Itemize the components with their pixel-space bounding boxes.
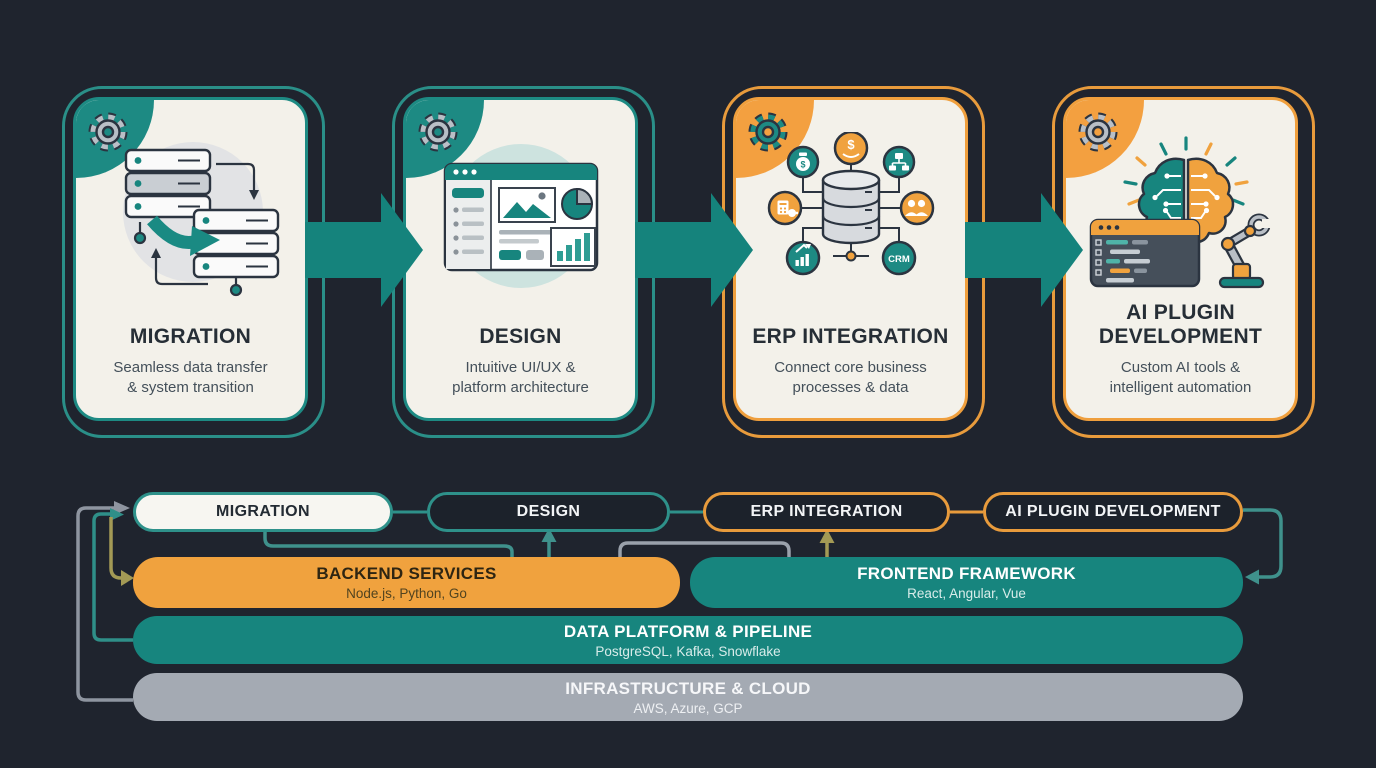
brain-icon xyxy=(1137,157,1234,244)
card-title-erp: ERP INTEGRATION xyxy=(752,325,949,349)
svg-text:$: $ xyxy=(800,160,805,170)
phase-pill-design: DESIGN xyxy=(427,492,670,532)
arrowhead-infra-to-migration xyxy=(114,501,130,515)
card-ai-plugin: AI PLUGIN DEVELOPMENT Custom AI tools & … xyxy=(1063,97,1298,421)
phase-label: ERP INTEGRATION xyxy=(750,503,903,520)
layer-subtitle: Node.js, Python, Go xyxy=(346,586,467,601)
card-design: DESIGN Intuitive UI/UX & platform archit… xyxy=(403,97,638,421)
layer-subtitle: React, Angular, Vue xyxy=(907,586,1026,601)
svg-text:$: $ xyxy=(847,137,855,152)
card-title-design: DESIGN xyxy=(479,325,562,349)
layer-data-platform: DATA PLATFORM & PIPELINE PostgreSQL, Kaf… xyxy=(133,616,1243,664)
ledger-node xyxy=(767,190,802,226)
layer-title: DATA PLATFORM & PIPELINE xyxy=(563,621,813,641)
arrowhead-backend-to-design xyxy=(541,528,557,542)
arrowhead-frontend-to-erp xyxy=(819,529,835,543)
card-migration: MIGRATION Seamless data transfer & syste… xyxy=(73,97,308,421)
arrowhead-ai-to-frontend xyxy=(1245,569,1259,585)
server-stack-source xyxy=(124,148,211,219)
gear-icon xyxy=(88,112,128,152)
card-corner xyxy=(76,100,154,178)
gear-icon xyxy=(418,112,458,152)
flow-arrow-3 xyxy=(965,193,1083,307)
database-icon xyxy=(821,169,880,245)
code-window-icon xyxy=(1089,218,1200,288)
people-node xyxy=(899,190,934,226)
ui-dashboard-icon xyxy=(443,144,598,288)
phase-label: AI PLUGIN DEVELOPMENT xyxy=(1005,503,1221,520)
gear-icon xyxy=(748,112,788,152)
ai-brain-robot-icon xyxy=(1089,136,1272,289)
card-subtitle-ai: Custom AI tools & intelligent automation xyxy=(1109,359,1252,397)
card-subtitle-erp: Connect core business processes & data xyxy=(774,359,927,397)
server-stack-target xyxy=(192,208,279,279)
card-title-migration: MIGRATION xyxy=(129,325,252,349)
crm-node: CRM xyxy=(881,240,916,276)
layer-subtitle: PostgreSQL, Kafka, Snowflake xyxy=(595,643,781,659)
layer-title: FRONTEND FRAMEWORK xyxy=(857,564,1076,583)
layer-infrastructure-cloud: INFRASTRUCTURE & CLOUD AWS, Azure, GCP xyxy=(133,673,1243,721)
phase-label: DESIGN xyxy=(516,503,581,520)
layer-title: INFRASTRUCTURE & CLOUD xyxy=(565,678,811,698)
phase-pill-erp: ERP INTEGRATION xyxy=(703,492,950,532)
card-subtitle-design: Intuitive UI/UX & platform architecture xyxy=(452,359,589,397)
robot-arm-icon xyxy=(1218,213,1272,289)
card-corner xyxy=(736,100,814,178)
arrowhead-migration-to-backend xyxy=(121,570,134,586)
card-erp-integration: $ $ CRM ERP INTEGR xyxy=(733,97,968,421)
phase-pill-ai: AI PLUGIN DEVELOPMENT xyxy=(983,492,1243,532)
card-subtitle-migration: Seamless data transfer & system transiti… xyxy=(113,359,268,397)
moneybag-node: $ xyxy=(786,145,819,179)
card-title-ai: AI PLUGIN DEVELOPMENT xyxy=(1098,301,1263,349)
layer-frontend-framework: FRONTEND FRAMEWORK React, Angular, Vue xyxy=(690,557,1243,608)
phase-label: MIGRATION xyxy=(216,503,310,520)
gear-icon xyxy=(1078,112,1118,152)
migration-arrow-icon xyxy=(146,215,220,256)
analytics-node xyxy=(785,240,820,276)
phase-pill-migration: MIGRATION xyxy=(133,492,393,532)
orgchart-node xyxy=(882,145,915,179)
crm-label: CRM xyxy=(888,254,910,265)
finance-node: $ xyxy=(833,132,868,166)
server-migration-icon xyxy=(122,142,279,297)
layer-backend-services: BACKEND SERVICES Node.js, Python, Go xyxy=(133,557,680,608)
flow-arrow-1 xyxy=(305,193,423,307)
flow-arrow-2 xyxy=(635,193,753,307)
arrowhead-data-to-migration xyxy=(110,508,124,521)
layer-subtitle: AWS, Azure, GCP xyxy=(633,700,743,716)
erp-hub-icon: $ $ CRM xyxy=(767,132,934,276)
layer-title: BACKEND SERVICES xyxy=(316,564,497,583)
